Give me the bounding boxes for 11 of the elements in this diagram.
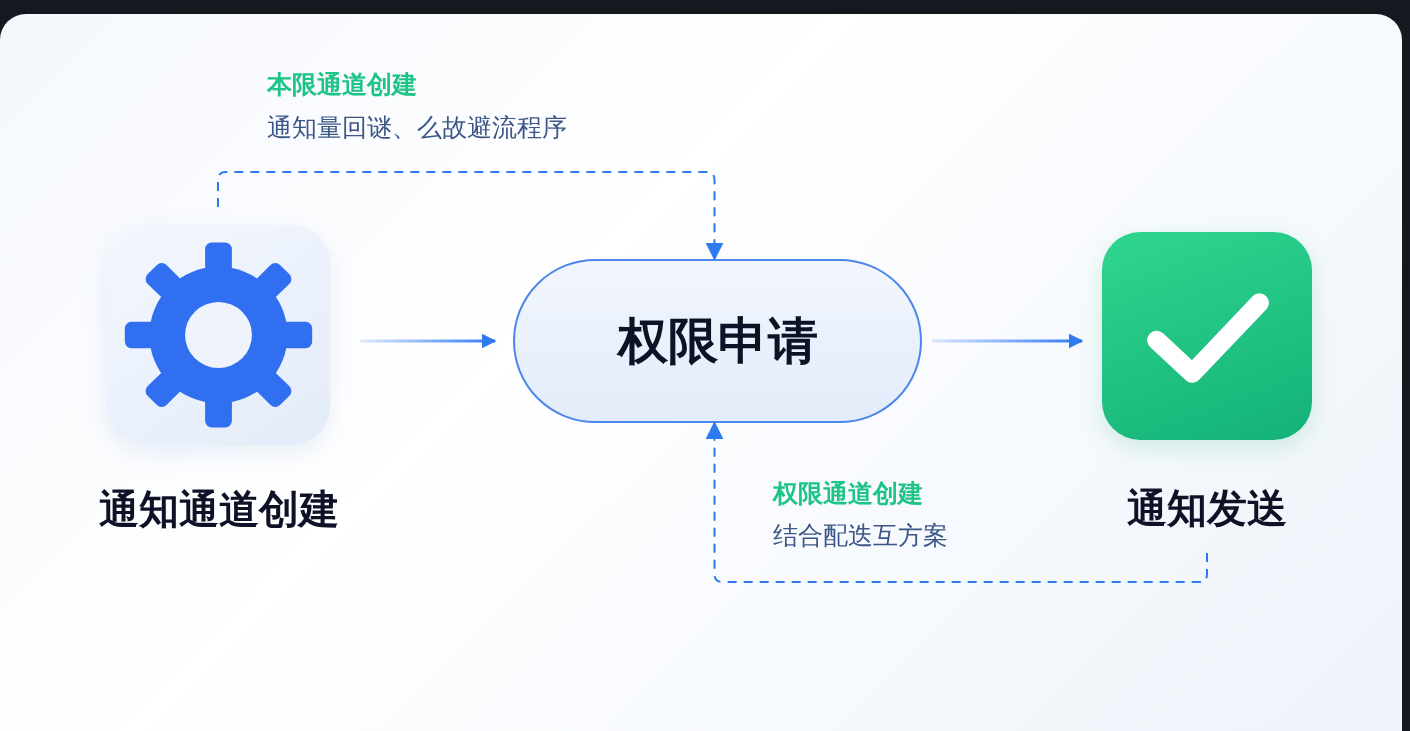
arrow	[705, 421, 1208, 583]
annotation-title: 本限通道创建	[267, 69, 417, 101]
annotation-text: 通知量回谜、么故避流程序	[267, 112, 567, 144]
annotation-text: 结合配迭互方案	[773, 520, 948, 552]
arrow	[217, 171, 724, 261]
arrow	[360, 333, 497, 349]
annotation-title: 权限通道创建	[773, 478, 923, 510]
node-label: 通知通道创建	[98, 485, 340, 533]
arrow	[932, 333, 1084, 349]
process-pill: 权限申请	[513, 259, 922, 423]
node-label: 通知发送	[1126, 484, 1288, 532]
